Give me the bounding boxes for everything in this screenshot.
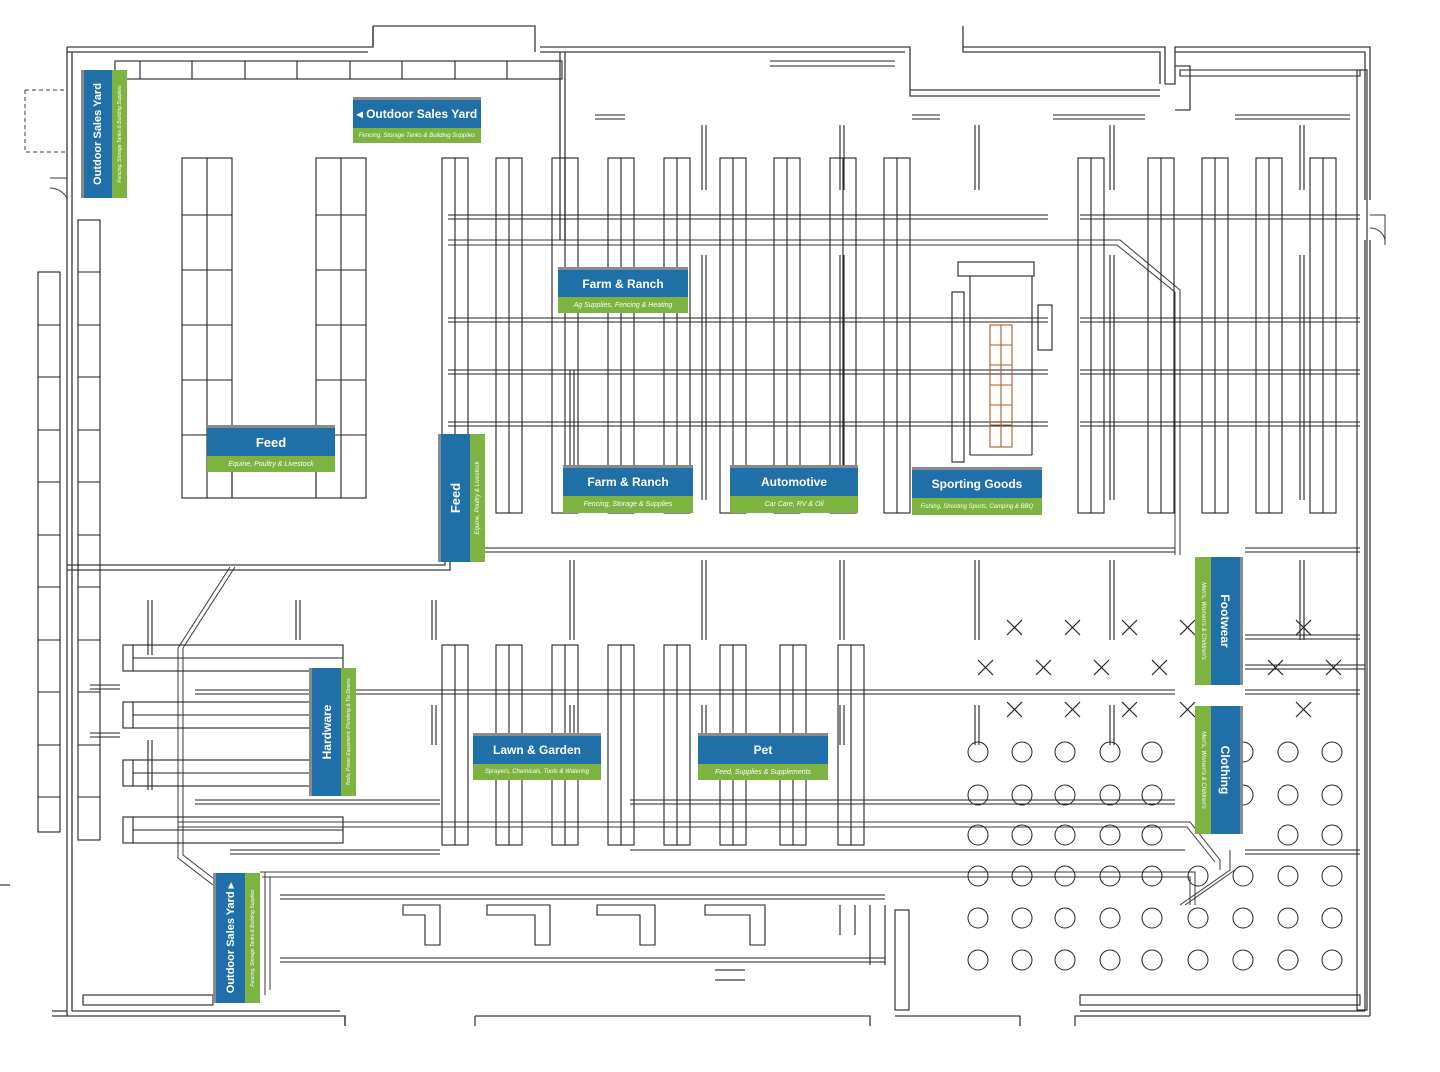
sign-outdoor-sales-yard-top: ◂ Outdoor Sales Yard Fencing, Storage Ta…: [353, 97, 481, 143]
sign-title: ◂ Outdoor Sales Yard: [353, 100, 481, 128]
sign-feed-vertical: Feed Equine, Poultry & Livestock: [438, 434, 485, 562]
sign-farm-ranch-mid: Farm & Ranch Fencing, Storage & Supplies: [563, 465, 693, 513]
sign-title: Farm & Ranch: [558, 270, 688, 297]
sign-subtitle: Equine, Poultry & Livestock: [470, 434, 485, 562]
sign-title: Sporting Goods: [912, 470, 1042, 498]
sign-subtitle: Fishing, Shooting Sports, Camping & BBQ: [912, 498, 1042, 515]
sign-title: Footwear: [1211, 557, 1240, 685]
sign-title: Lawn & Garden: [473, 736, 601, 764]
sign-subtitle: Fencing, Storage & Supplies: [563, 496, 693, 513]
sign-subtitle: Men's, Women's & Children's: [1195, 557, 1211, 685]
sign-title: Outdoor Sales Yard ▸: [216, 873, 245, 1003]
sign-subtitle: Sprayers, Chemicals, Tools & Watering: [473, 764, 601, 780]
sign-subtitle: Equine, Poultry & Livestock: [207, 456, 335, 472]
sign-subtitle: Fencing, Storage Tanks & Building Suppli…: [353, 128, 481, 143]
sign-sporting-goods: Sporting Goods Fishing, Shooting Sports,…: [912, 467, 1042, 515]
sign-lawn-garden: Lawn & Garden Sprayers, Chemicals, Tools…: [473, 733, 601, 780]
sign-outdoor-sales-yard-left: Outdoor Sales Yard Fencing, Storage Tank…: [81, 70, 127, 198]
sign-footwear: Footwear Men's, Women's & Children's: [1195, 557, 1243, 685]
sign-outdoor-sales-yard-bottom: Outdoor Sales Yard ▸ Fencing, Storage Ta…: [213, 873, 260, 1003]
sign-clothing: Clothing Men's, Women's & Children's: [1195, 706, 1243, 834]
sign-title: Feed: [207, 428, 335, 456]
sign-subtitle: Car Care, RV & Oil: [730, 496, 858, 513]
sign-title: Clothing: [1211, 706, 1240, 834]
sign-title: Outdoor Sales Yard: [84, 70, 112, 198]
sign-title: Hardware: [312, 668, 341, 796]
sign-title: Automotive: [730, 468, 858, 496]
building-walls: [0, 25, 1386, 1026]
sign-pet: Pet Feed, Supplies & Supplements: [698, 733, 828, 780]
sign-feed-main: Feed Equine, Poultry & Livestock: [207, 425, 335, 472]
sign-subtitle: Feed, Supplies & Supplements: [698, 764, 828, 780]
sign-title: Farm & Ranch: [563, 468, 693, 496]
sign-subtitle: Fencing, Storage Tanks & Building Suppli…: [112, 70, 127, 198]
sign-hardware: Hardware Tools, Power Equipment, Plumbin…: [309, 668, 356, 796]
sign-title: Pet: [698, 736, 828, 764]
sign-subtitle: Ag Supplies, Fencing & Heating: [558, 297, 688, 313]
sign-subtitle: Men's, Women's & Children's: [1195, 706, 1211, 834]
sign-farm-ranch-top: Farm & Ranch Ag Supplies, Fencing & Heat…: [558, 267, 688, 313]
store-fixtures: [37, 60, 1368, 1011]
sign-title: Feed: [441, 434, 470, 562]
sign-subtitle: Tools, Power Equipment, Plumbing & Tie D…: [341, 668, 356, 796]
sign-automotive: Automotive Car Care, RV & Oil: [730, 465, 858, 513]
sign-subtitle: Fencing, Storage Tanks & Building Suppli…: [245, 873, 260, 1003]
